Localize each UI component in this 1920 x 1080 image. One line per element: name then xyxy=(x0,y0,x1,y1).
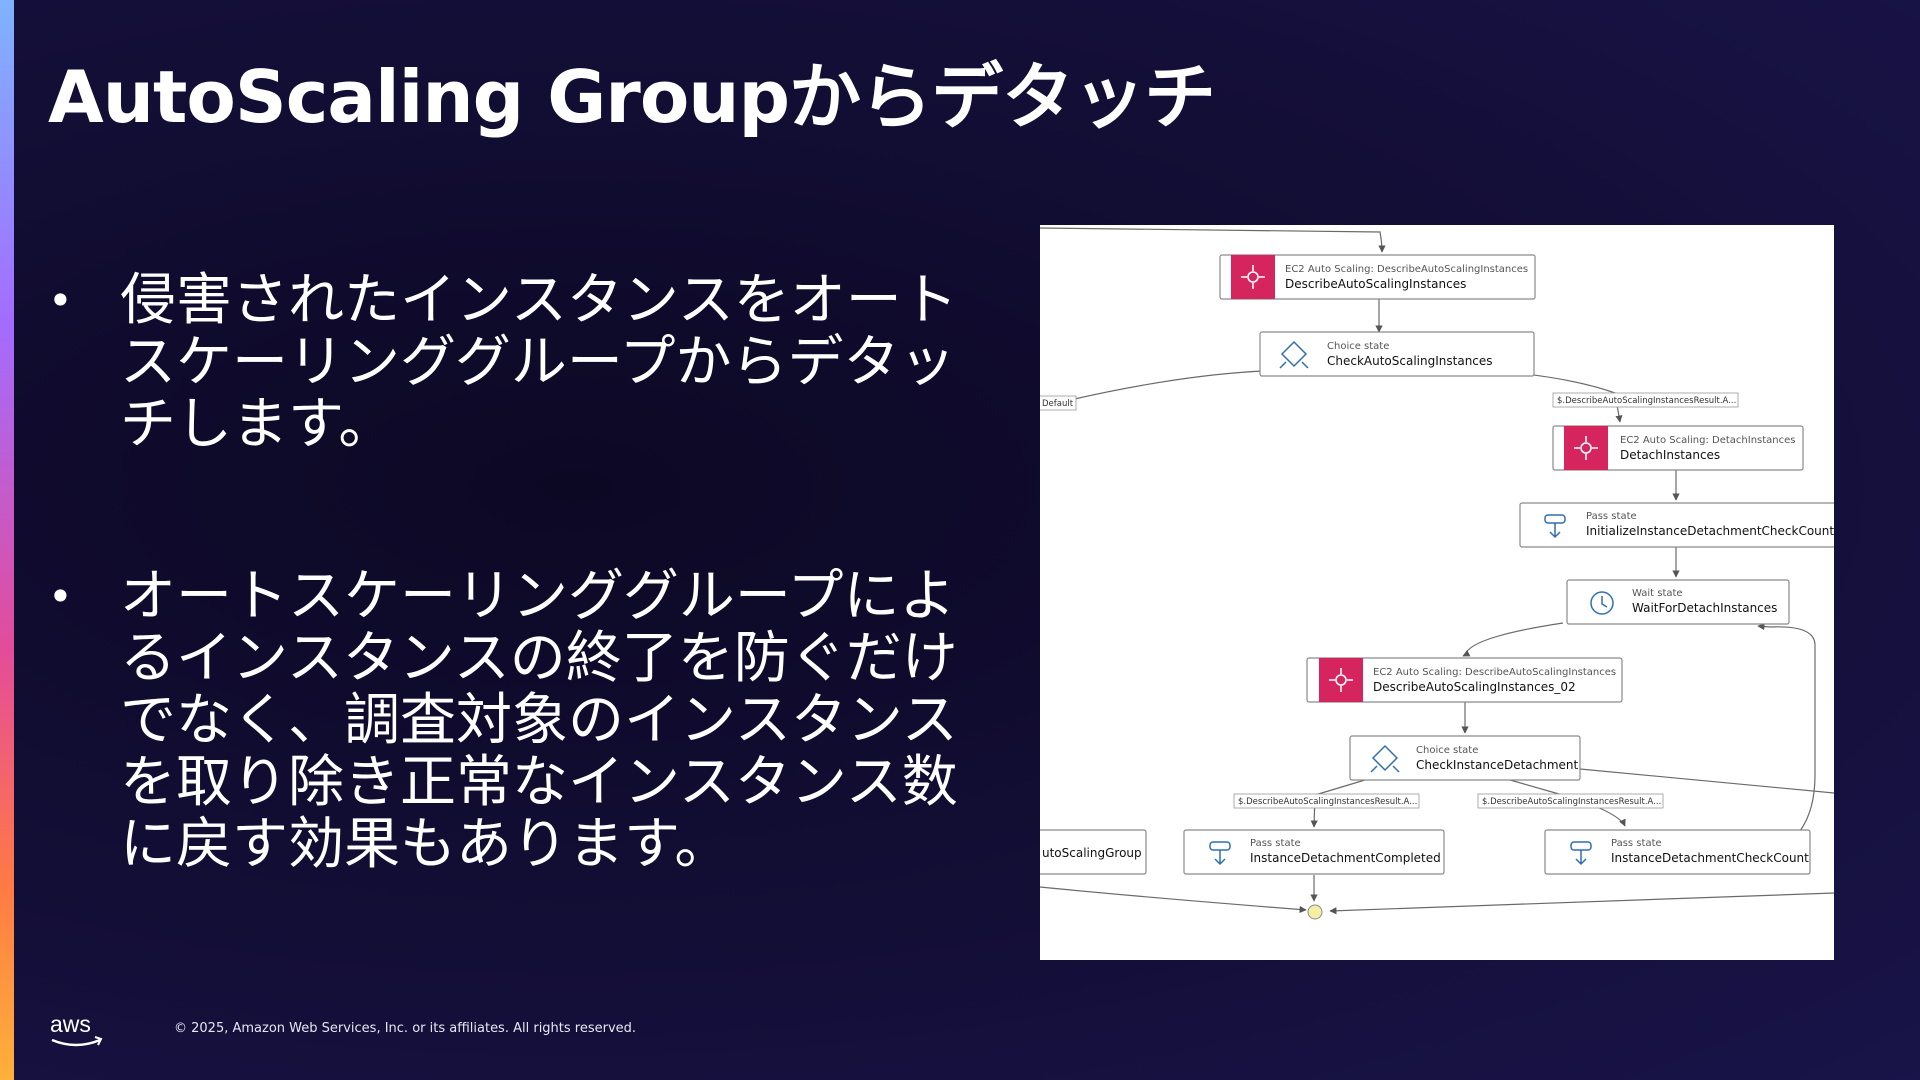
bullet-dot: • xyxy=(48,572,73,621)
edge-checkdet-offscreen xyxy=(1579,768,1834,794)
edge-label-condition: $.DescribeAutoScalingInstancesResult.A..… xyxy=(1477,793,1664,809)
edge-asg-to-end xyxy=(1040,886,1307,914)
svg-text:CheckInstanceDetachment: CheckInstanceDetachment xyxy=(1416,758,1579,772)
svg-text:EC2 Auto Scaling: DescribeAuto: EC2 Auto Scaling: DescribeAutoScalingIns… xyxy=(1373,667,1616,678)
autoscaling-icon xyxy=(1564,426,1608,470)
svg-text:Pass state: Pass state xyxy=(1611,838,1662,849)
copyright-text: © 2025, Amazon Web Services, Inc. or its… xyxy=(174,1021,637,1036)
step-functions-workflow-diagram: Default $.DescribeAutoScalingInstancesRe… xyxy=(1040,225,1834,960)
svg-text:CheckAutoScalingInstances: CheckAutoScalingInstances xyxy=(1327,354,1493,368)
state-node-init[interactable]: Pass state InitializeInstanceDetachmentC… xyxy=(1519,502,1834,548)
edge-check-default xyxy=(1069,370,1264,401)
state-node-describe02[interactable]: EC2 Auto Scaling: DescribeAutoScalingIns… xyxy=(1306,657,1623,703)
svg-text:InstanceDetachmentCheckCount: InstanceDetachmentCheckCount xyxy=(1611,851,1809,865)
svg-text:InstanceDetachmentCompleted: InstanceDetachmentCompleted xyxy=(1250,851,1441,865)
autoscaling-icon xyxy=(1231,255,1275,299)
edge-label-condition: $.DescribeAutoScalingInstancesResult.A..… xyxy=(1552,392,1739,408)
svg-text:Wait state: Wait state xyxy=(1632,588,1683,599)
svg-text:aws: aws xyxy=(50,1011,91,1037)
svg-text:DetachInstances: DetachInstances xyxy=(1620,448,1720,462)
bullet-item: • 侵害されたインスタンスをオートスケーリンググループからデタッチします。 xyxy=(48,270,978,456)
autoscaling-icon xyxy=(1574,436,1598,460)
bullet-list: • 侵害されたインスタンスをオートスケーリンググループからデタッチします。 • … xyxy=(48,270,978,986)
edge-start-to-describe xyxy=(1040,227,1386,253)
svg-text:EC2 Auto Scaling: DetachInstan: EC2 Auto Scaling: DetachInstances xyxy=(1620,435,1795,446)
bullet-text: オートスケーリンググループによるインスタンスの終了を防ぐだけでなく、調査対象のイ… xyxy=(120,564,958,877)
state-node-completed[interactable]: Pass state InstanceDetachmentCompleted xyxy=(1183,829,1445,875)
autoscaling-icon xyxy=(1241,265,1265,289)
svg-text:utoScalingGroup: utoScalingGroup xyxy=(1042,846,1142,860)
svg-text:Pass state: Pass state xyxy=(1250,838,1301,849)
state-node-count[interactable]: Pass state InstanceDetachmentCheckCount xyxy=(1544,829,1811,875)
autoscaling-icon xyxy=(1329,668,1353,692)
bullet-text: 侵害されたインスタンスをオートスケーリンググループからデタッチします。 xyxy=(120,268,958,457)
slide-title: AutoScaling Groupからデタッチ xyxy=(48,55,1216,139)
svg-text:Choice state: Choice state xyxy=(1327,341,1389,352)
workflow-canvas: Default $.DescribeAutoScalingInstancesRe… xyxy=(1040,227,1834,920)
edges xyxy=(1040,227,1834,915)
svg-text:DescribeAutoScalingInstances: DescribeAutoScalingInstances xyxy=(1285,277,1466,291)
svg-text:EC2 Auto Scaling: DescribeAuto: EC2 Auto Scaling: DescribeAutoScalingIns… xyxy=(1285,264,1528,275)
bullet-item: • オートスケーリンググループによるインスタンスの終了を防ぐだけでなく、調査対象… xyxy=(48,566,978,876)
state-node-describe[interactable]: EC2 Auto Scaling: DescribeAutoScalingIns… xyxy=(1219,254,1536,300)
pass-icon xyxy=(1544,514,1566,539)
clock-icon xyxy=(1590,591,1614,615)
pass-icon xyxy=(1570,841,1592,866)
svg-text:InitializeInstanceDetachmentCh: InitializeInstanceDetachmentCheckCount xyxy=(1586,524,1834,538)
pass-icon xyxy=(1209,841,1231,866)
svg-text:DescribeAutoScalingInstances_0: DescribeAutoScalingInstances_02 xyxy=(1373,680,1576,694)
edge-label-condition: $.DescribeAutoScalingInstancesResult.A..… xyxy=(1233,793,1420,809)
svg-text:WaitForDetachInstances: WaitForDetachInstances xyxy=(1632,601,1777,615)
edge-label-default: Default xyxy=(1040,395,1077,411)
aws-logo: aws xyxy=(50,1011,103,1047)
svg-text:$.DescribeAutoScalingInstances: $.DescribeAutoScalingInstancesResult.A..… xyxy=(1238,797,1417,807)
state-node-checkdet[interactable]: Choice state CheckInstanceDetachment xyxy=(1349,735,1581,781)
choice-icon xyxy=(1370,744,1400,773)
autoscaling-icon xyxy=(1319,658,1363,702)
end-state-dot[interactable] xyxy=(1307,904,1323,920)
svg-text:Pass state: Pass state xyxy=(1586,511,1637,522)
edge-right-to-end xyxy=(1329,892,1834,915)
bullet-dot: • xyxy=(48,276,73,325)
state-node-detach[interactable]: EC2 Auto Scaling: DetachInstances Detach… xyxy=(1552,425,1804,471)
state-node-asg[interactable]: utoScalingGroup xyxy=(1040,829,1147,875)
svg-text:Choice state: Choice state xyxy=(1416,745,1478,756)
svg-text:$.DescribeAutoScalingInstances: $.DescribeAutoScalingInstancesResult.A..… xyxy=(1557,396,1736,406)
svg-text:$.DescribeAutoScalingInstances: $.DescribeAutoScalingInstancesResult.A..… xyxy=(1482,797,1661,807)
edge-wait-to-describe02 xyxy=(1462,622,1564,657)
edge-count-loop-to-wait xyxy=(1757,622,1816,832)
state-node-wait[interactable]: Wait state WaitForDetachInstances xyxy=(1566,579,1790,625)
svg-text:Default: Default xyxy=(1042,399,1074,409)
gradient-accent-bar xyxy=(0,0,14,1080)
choice-icon xyxy=(1279,340,1309,369)
state-node-check[interactable]: Choice state CheckAutoScalingInstances xyxy=(1259,331,1535,377)
